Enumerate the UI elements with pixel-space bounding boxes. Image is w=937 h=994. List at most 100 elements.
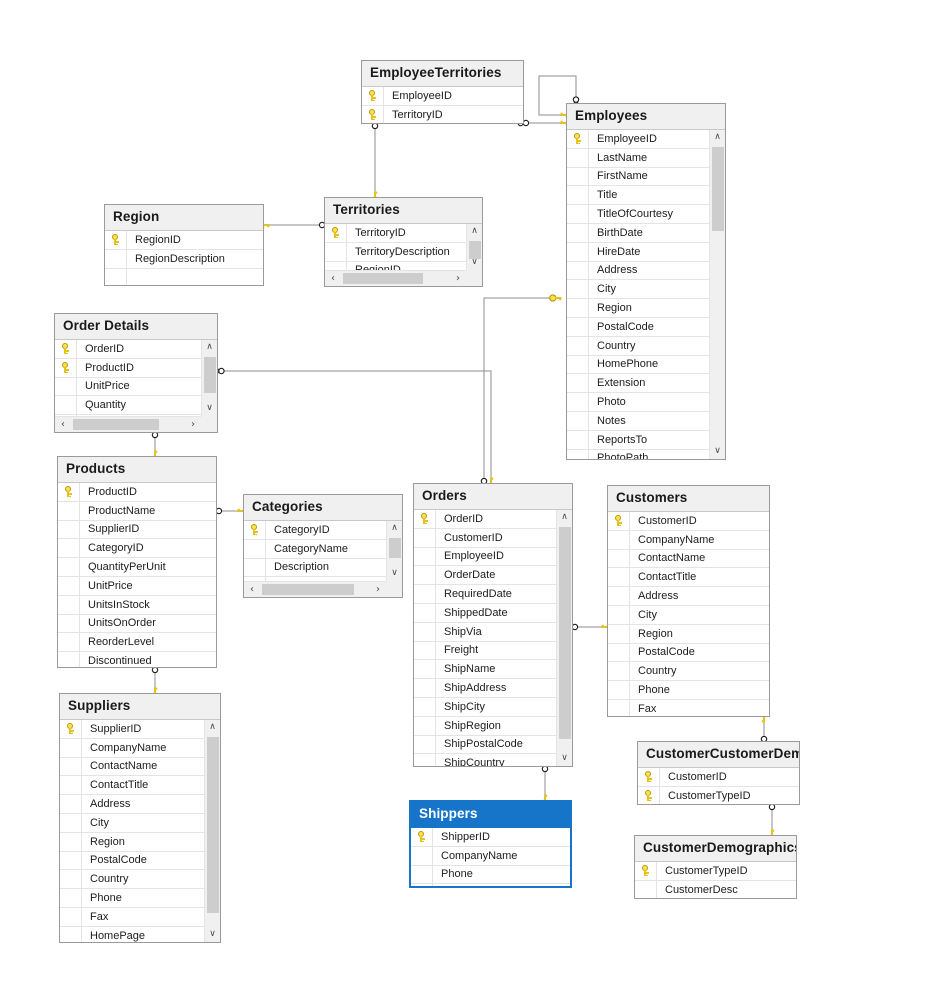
field-row[interactable]: RequiredDate: [414, 585, 556, 604]
field-row[interactable]: PhotoPath: [567, 449, 709, 459]
field-row[interactable]: FirstName: [567, 167, 709, 187]
vertical-scrollbar[interactable]: ∧∨: [709, 130, 725, 459]
scroll-down-icon[interactable]: ∨: [714, 446, 721, 456]
field-row[interactable]: Phone: [608, 681, 769, 700]
field-row[interactable]: Title: [567, 186, 709, 206]
field-row[interactable]: UnitsOnOrder: [58, 614, 216, 634]
horizontal-scroll-thumb[interactable]: [73, 419, 159, 430]
field-row[interactable]: CompanyName: [411, 846, 570, 866]
table-title-suppliers[interactable]: Suppliers: [60, 694, 220, 720]
field-row[interactable]: CustomerID: [414, 528, 556, 548]
horizontal-scroll-track[interactable]: [341, 271, 450, 286]
field-grid-territories[interactable]: TerritoryIDTerritoryDescriptionRegionID∧…: [325, 224, 482, 286]
field-row[interactable]: Quantity: [55, 396, 201, 416]
horizontal-scroll-track[interactable]: [71, 417, 185, 432]
field-row[interactable]: Country: [608, 662, 769, 682]
field-row[interactable]: CompanyName: [608, 530, 769, 550]
field-row[interactable]: SupplierID: [58, 520, 216, 540]
field-row[interactable]: ShippedDate: [414, 603, 556, 623]
vertical-scrollbar[interactable]: ∧∨: [201, 340, 217, 416]
field-row[interactable]: ShipAddress: [414, 679, 556, 698]
field-row[interactable]: City: [567, 280, 709, 300]
field-row[interactable]: ProductID: [55, 358, 201, 378]
field-row[interactable]: Address: [60, 795, 204, 814]
field-row[interactable]: UnitPrice: [58, 576, 216, 596]
field-row[interactable]: CustomerDesc: [635, 880, 796, 898]
field-row[interactable]: ShipCity: [414, 697, 556, 717]
field-row[interactable]: OrderID: [55, 340, 201, 359]
horizontal-scrollbar[interactable]: ‹›: [325, 270, 466, 286]
field-row[interactable]: Address: [567, 261, 709, 281]
field-row[interactable]: QuantityPerUnit: [58, 558, 216, 577]
field-row[interactable]: TerritoryDescription: [325, 242, 466, 262]
field-row[interactable]: HomePhone: [567, 355, 709, 375]
field-row[interactable]: EmployeeID: [567, 130, 709, 149]
scroll-down-icon[interactable]: ∨: [561, 753, 568, 763]
vertical-scroll-track[interactable]: [557, 525, 572, 751]
field-row[interactable]: PostalCode: [608, 643, 769, 663]
vertical-scrollbar[interactable]: ∧∨: [386, 521, 402, 581]
vertical-scroll-thumb[interactable]: [389, 538, 401, 558]
field-row[interactable]: Discontinued: [58, 652, 216, 667]
field-row[interactable]: Region: [608, 624, 769, 644]
field-grid-categories[interactable]: CategoryIDCategoryNameDescriptionPicture…: [244, 521, 402, 597]
scroll-up-icon[interactable]: ∧: [206, 342, 213, 352]
field-row[interactable]: SupplierID: [60, 720, 204, 739]
field-grid-order-details[interactable]: OrderIDProductIDUnitPriceQuantityDiscoun…: [55, 340, 217, 432]
field-row[interactable]: PostalCode: [60, 851, 204, 871]
field-row[interactable]: Country: [60, 870, 204, 890]
field-row[interactable]: ShipperID: [411, 828, 570, 847]
field-row[interactable]: ProductName: [58, 501, 216, 521]
field-row[interactable]: RegionDescription: [105, 249, 263, 269]
table-title-region[interactable]: Region: [105, 205, 263, 231]
table-title-orders[interactable]: Orders: [414, 484, 572, 510]
field-row[interactable]: ShipRegion: [414, 716, 556, 736]
field-row[interactable]: EmployeeID: [414, 547, 556, 567]
field-row[interactable]: Phone: [411, 865, 570, 885]
vertical-scroll-track[interactable]: [467, 239, 482, 259]
field-row[interactable]: PostalCode: [567, 317, 709, 337]
field-row[interactable]: ShipVia: [414, 622, 556, 642]
scroll-right-icon[interactable]: ›: [191, 418, 195, 430]
field-row[interactable]: Description: [244, 558, 386, 578]
scroll-down-icon[interactable]: ∨: [391, 568, 398, 578]
vertical-scroll-thumb[interactable]: [712, 147, 724, 231]
field-row[interactable]: ShipCountry: [414, 754, 556, 766]
vertical-scroll-track[interactable]: [202, 355, 217, 401]
field-row[interactable]: CustomerTypeID: [635, 862, 796, 881]
field-row[interactable]: RegionID: [105, 231, 263, 250]
table-title-shippers[interactable]: Shippers: [411, 802, 570, 828]
field-row[interactable]: BirthDate: [567, 223, 709, 243]
table-title-customer-demographics[interactable]: CustomerDemographics: [635, 836, 796, 862]
field-row[interactable]: ContactTitle: [60, 776, 204, 796]
table-title-employee-territories[interactable]: EmployeeTerritories: [362, 61, 523, 87]
scroll-right-icon[interactable]: ›: [456, 272, 460, 284]
field-row[interactable]: Freight: [414, 641, 556, 661]
field-row[interactable]: Country: [567, 336, 709, 356]
vertical-scroll-thumb[interactable]: [469, 241, 481, 259]
field-row[interactable]: EmployeeID: [362, 87, 523, 106]
scroll-up-icon[interactable]: ∧: [714, 132, 721, 142]
table-title-territories[interactable]: Territories: [325, 198, 482, 224]
scroll-up-icon[interactable]: ∧: [391, 523, 398, 533]
scroll-up-icon[interactable]: ∧: [471, 226, 478, 236]
field-row[interactable]: Fax: [60, 907, 204, 927]
field-row[interactable]: ProductID: [58, 483, 216, 502]
field-row[interactable]: ReportsTo: [567, 430, 709, 450]
table-title-employees[interactable]: Employees: [567, 104, 725, 130]
field-row[interactable]: TitleOfCourtesy: [567, 205, 709, 224]
field-row[interactable]: CategoryID: [244, 521, 386, 540]
scroll-left-icon[interactable]: ‹: [331, 272, 335, 284]
